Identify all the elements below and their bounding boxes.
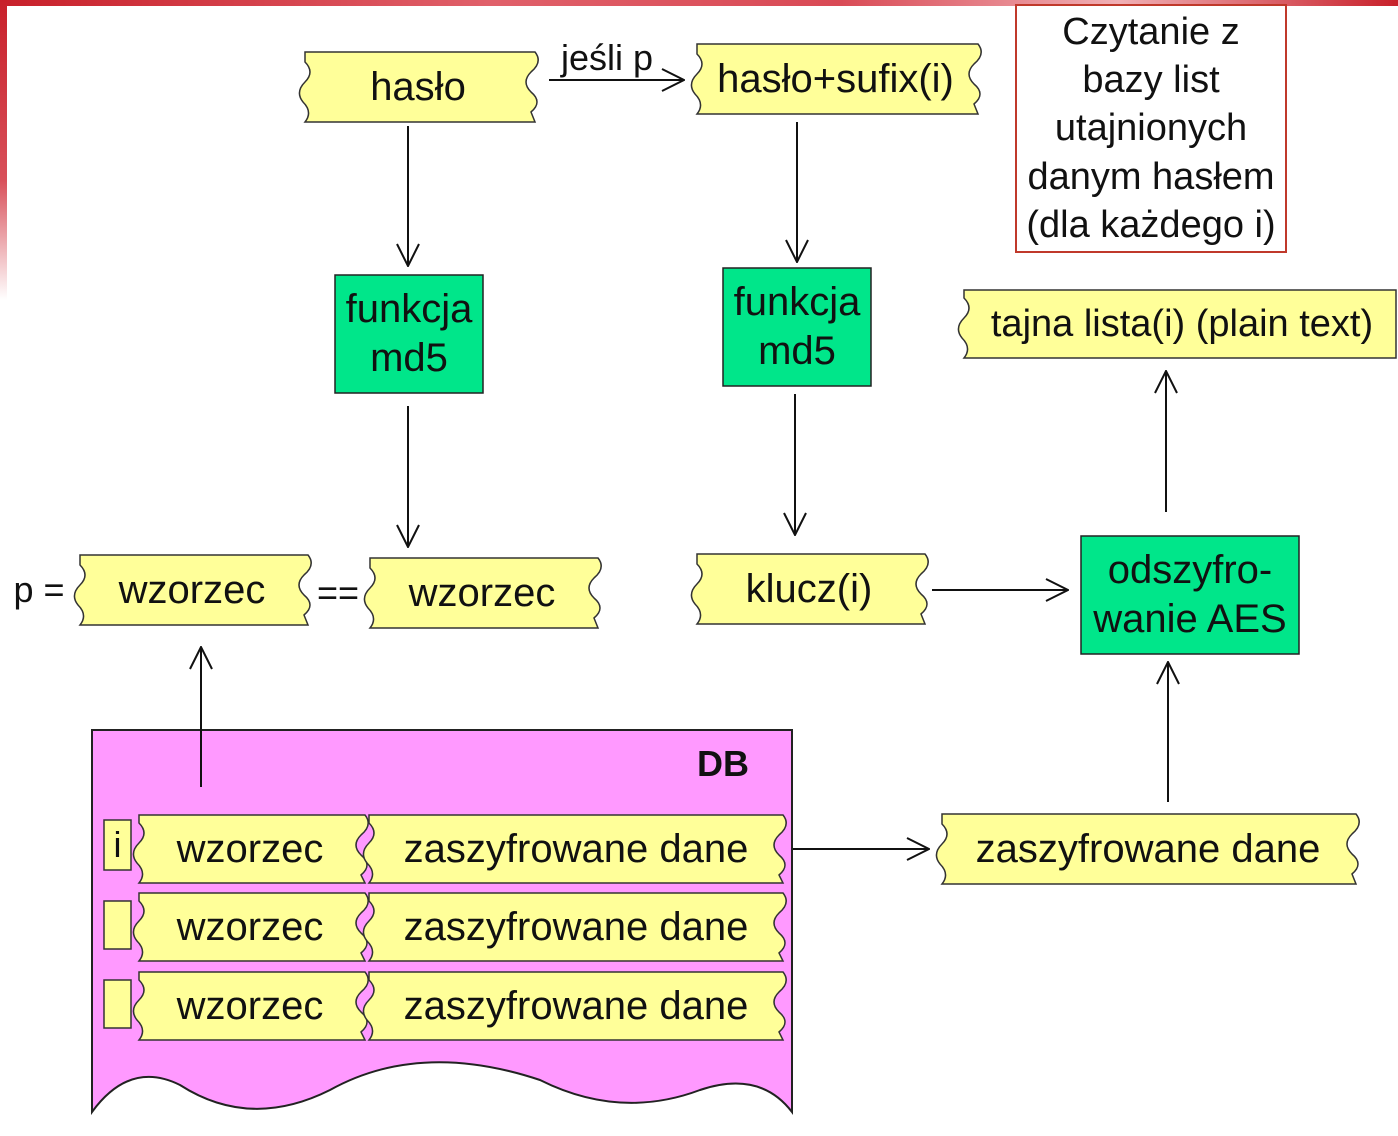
haslo-sufix-box xyxy=(690,43,982,115)
md5-right-label: funkcja md5 xyxy=(733,280,861,373)
header-decoration xyxy=(0,0,1398,6)
db-row-3-data-cell xyxy=(362,971,787,1041)
db-row-2-data: zaszyfrowane dane xyxy=(403,904,749,949)
klucz-label: klucz(i) xyxy=(745,566,873,611)
db-row-2-index-cell xyxy=(103,900,132,950)
equals-operator: == xyxy=(316,572,360,613)
db-row-1-pattern-cell xyxy=(132,814,369,884)
db-row-1-data-cell xyxy=(362,814,787,884)
aes-box xyxy=(1080,535,1300,655)
wzorzec-md5-box xyxy=(363,557,602,629)
md5-left-box xyxy=(334,274,484,394)
db-row-2-data-cell xyxy=(362,892,787,962)
db-row-1-pattern: wzorzec xyxy=(176,826,324,871)
db-row-1-index-cell xyxy=(103,819,132,871)
db-row-1-data: zaszyfrowane dane xyxy=(403,826,749,871)
wzorzec-md5-label: wzorzec xyxy=(408,570,556,615)
db-row-2-pattern: wzorzec xyxy=(176,904,324,949)
haslo-box xyxy=(298,51,539,123)
db-row-2-index xyxy=(104,901,131,949)
note-box xyxy=(1015,4,1287,253)
condition-label: jeśli p xyxy=(560,37,654,78)
aes-label: odszyfro-wanie AES xyxy=(1093,548,1287,641)
wzorzec-p-label: wzorzec xyxy=(118,567,266,612)
note-text: Czytanie z bazy list utajnionych danym h… xyxy=(1026,10,1276,246)
db-row-3-data: zaszyfrowane dane xyxy=(403,983,749,1028)
db-row-3-index-cell xyxy=(103,979,132,1029)
db-row-1-index: i xyxy=(113,824,122,865)
haslo-label: hasło xyxy=(370,64,466,109)
db-title: DB xyxy=(697,743,749,784)
md5-right-box xyxy=(722,267,872,387)
encrypted-out-box xyxy=(935,813,1360,885)
wzorzec-p-box xyxy=(73,554,312,626)
db-row-2-pattern-cell xyxy=(132,892,369,962)
klucz-box xyxy=(690,553,929,625)
side-decoration xyxy=(0,0,7,300)
db-row-3-pattern: wzorzec xyxy=(176,983,324,1028)
db-row-3-index xyxy=(104,980,131,1028)
db-row-3-pattern-cell xyxy=(132,971,369,1041)
haslo-sufix-label: hasło+sufix(i) xyxy=(717,56,954,101)
tajna-lista-label: tajna lista(i) (plain text) xyxy=(990,302,1374,345)
md5-left-label: funkcja md5 xyxy=(345,287,473,380)
p-equals-label: p = xyxy=(13,569,65,610)
encrypted-out-label: zaszyfrowane dane xyxy=(975,826,1321,871)
tajna-lista-box xyxy=(957,289,1397,359)
